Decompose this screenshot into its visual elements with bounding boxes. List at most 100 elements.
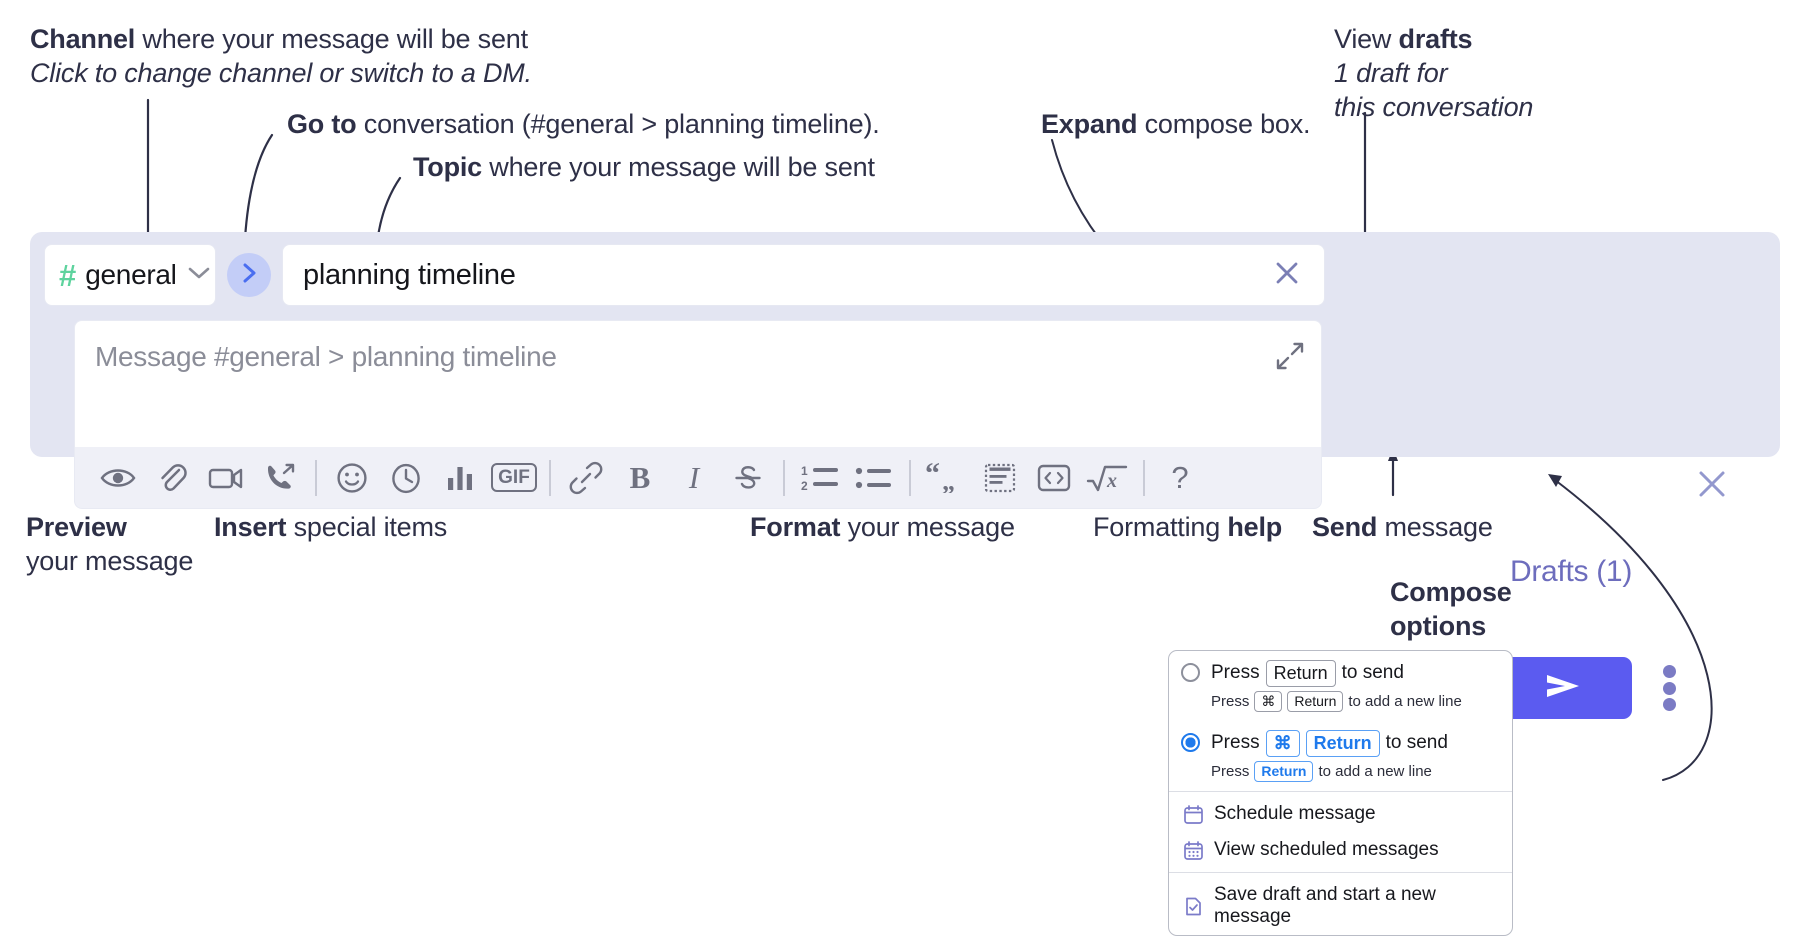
chevron-right-icon xyxy=(239,261,259,290)
formatting-help-button[interactable]: ? xyxy=(1153,451,1207,505)
hint2-pre: Press xyxy=(1211,762,1250,780)
more-vertical-icon-dot-1 xyxy=(1662,665,1676,678)
compose-options-button[interactable] xyxy=(1655,665,1683,711)
annotation-expand: Expand compose box. xyxy=(1041,107,1311,141)
send-option-cmd-pre: Press xyxy=(1211,732,1260,754)
file-check-icon xyxy=(1183,896,1204,917)
radio-return[interactable] xyxy=(1181,663,1200,682)
hint-post: to add a new line xyxy=(1348,692,1462,710)
record-audio-button[interactable] xyxy=(253,451,307,505)
gif-label: GIF xyxy=(491,462,537,493)
menu-item-schedule-message-label: Schedule message xyxy=(1214,803,1376,824)
annotation-format-rest: your message xyxy=(840,512,1015,542)
annotation-help-bold: help xyxy=(1227,512,1283,542)
key-command: ⌘ xyxy=(1254,690,1283,712)
compose-widget: # general planning timeline Message #gen… xyxy=(30,232,1780,719)
italic-label: I xyxy=(688,459,700,495)
annotation-format: Format your message xyxy=(750,510,1015,544)
annotation-compose-options-line1: Compose xyxy=(1390,577,1512,607)
drafts-link[interactable]: Drafts (1) xyxy=(1510,555,1633,588)
hash-icon: # xyxy=(59,257,77,293)
key-return-2: Return xyxy=(1287,690,1344,712)
annotation-insert-bold: Insert xyxy=(214,512,287,542)
annotation-goto-rest: conversation (#general > planning timeli… xyxy=(356,109,880,139)
reminder-button[interactable] xyxy=(379,451,433,505)
link-button[interactable] xyxy=(559,451,613,505)
goto-conversation-button[interactable] xyxy=(227,253,271,297)
annotation-help: Formatting help xyxy=(1093,510,1282,544)
annotation-channel: Channel where your message will be sent … xyxy=(30,22,532,90)
divider-2 xyxy=(549,459,551,496)
inline-code-button[interactable] xyxy=(1027,451,1081,505)
bold-button[interactable]: B xyxy=(613,451,667,505)
calendar-clock-icon xyxy=(1183,804,1204,825)
send-option-cmd-return[interactable]: Press ⌘ Return to send xyxy=(1169,721,1512,757)
menu-item-schedule-message[interactable]: Schedule message xyxy=(1169,796,1512,832)
svg-text:x: x xyxy=(1106,470,1117,492)
menu-divider-2 xyxy=(1169,872,1512,873)
menu-item-view-scheduled[interactable]: View scheduled messages xyxy=(1169,832,1512,868)
annotation-topic: Topic where your message will be sent xyxy=(413,150,875,184)
preview-button[interactable] xyxy=(91,451,145,505)
channel-picker[interactable]: # general xyxy=(44,244,216,306)
annotation-format-bold: Format xyxy=(750,512,841,542)
annotation-compose-options-line2: options xyxy=(1390,611,1487,642)
annotation-preview-line2: your message xyxy=(26,546,194,577)
channel-name: general xyxy=(85,259,177,290)
formatting-toolbar: GIF B I 1 2 xyxy=(74,447,1322,509)
annotation-channel-bold: Channel xyxy=(30,24,136,54)
divider-4 xyxy=(909,459,911,496)
menu-item-save-draft-label: Save draft and start a new message xyxy=(1214,884,1436,927)
message-input[interactable]: Message #general > planning timeline xyxy=(74,320,1322,447)
annotation-channel-rest: where your message will be sent xyxy=(135,24,528,54)
send-option-cmd-return-hint: Press Return to add a new line xyxy=(1211,760,1512,782)
bold-label: B xyxy=(629,459,651,495)
ordered-list-button[interactable]: 1 2 xyxy=(793,451,847,505)
divider-5 xyxy=(1143,459,1145,496)
svg-text:„: „ xyxy=(942,467,955,493)
blockquote-button[interactable]: “ „ xyxy=(919,451,973,505)
hint2-post: to add a new line xyxy=(1318,762,1432,780)
annotation-send-rest: message xyxy=(1377,512,1493,542)
math-button[interactable]: x xyxy=(1081,451,1135,505)
close-icon[interactable] xyxy=(1270,256,1304,295)
bulleted-list-button[interactable] xyxy=(847,451,901,505)
menu-item-save-draft[interactable]: Save draft and start a new message xyxy=(1169,877,1512,935)
gif-button[interactable]: GIF xyxy=(487,451,541,505)
annotation-goto: Go to conversation (#general > planning … xyxy=(287,107,880,141)
key-return: Return xyxy=(1265,660,1336,687)
annotation-goto-bold: Go to xyxy=(287,109,357,139)
send-option-cmd-post: to send xyxy=(1385,732,1448,754)
close-icon[interactable] xyxy=(1692,464,1732,509)
poll-button[interactable] xyxy=(433,451,487,505)
strikethrough-button[interactable] xyxy=(721,451,775,505)
record-video-button[interactable] xyxy=(199,451,253,505)
calendar-grid-icon xyxy=(1183,840,1204,861)
emoji-button[interactable] xyxy=(325,451,379,505)
attach-file-button[interactable] xyxy=(145,451,199,505)
more-vertical-icon-dot-3 xyxy=(1662,698,1676,711)
key-command-2: ⌘ xyxy=(1265,730,1300,757)
code-block-button[interactable] xyxy=(973,451,1027,505)
annotation-topic-rest: where your message will be sent xyxy=(482,152,875,182)
radio-cmd-return[interactable] xyxy=(1181,733,1200,752)
topic-value: planning timeline xyxy=(303,258,516,291)
annotation-send-bold: Send xyxy=(1312,512,1378,542)
italic-button[interactable]: I xyxy=(667,451,721,505)
annotation-send: Send message xyxy=(1312,510,1493,544)
compose-header-row: # general planning timeline xyxy=(44,244,1766,306)
send-option-cmd-return-label: Press ⌘ Return to send xyxy=(1211,730,1448,757)
chevron-down-icon xyxy=(186,265,212,286)
svg-text:2: 2 xyxy=(801,479,808,493)
annotation-expand-rest: compose box. xyxy=(1137,109,1311,139)
annotation-drafts-normal: View xyxy=(1334,24,1399,54)
help-label: ? xyxy=(1171,459,1189,495)
send-button[interactable] xyxy=(1494,657,1632,719)
annotation-insert-rest: special items xyxy=(286,512,448,542)
hint-pre: Press xyxy=(1211,692,1250,710)
topic-input[interactable]: planning timeline xyxy=(282,244,1325,306)
compose-options-menu: Press Return to send Press ⌘ Return to a… xyxy=(1168,650,1513,936)
send-option-return[interactable]: Press Return to send xyxy=(1169,651,1512,687)
more-vertical-icon-dot-2 xyxy=(1662,681,1676,695)
expand-icon[interactable] xyxy=(1275,341,1305,376)
